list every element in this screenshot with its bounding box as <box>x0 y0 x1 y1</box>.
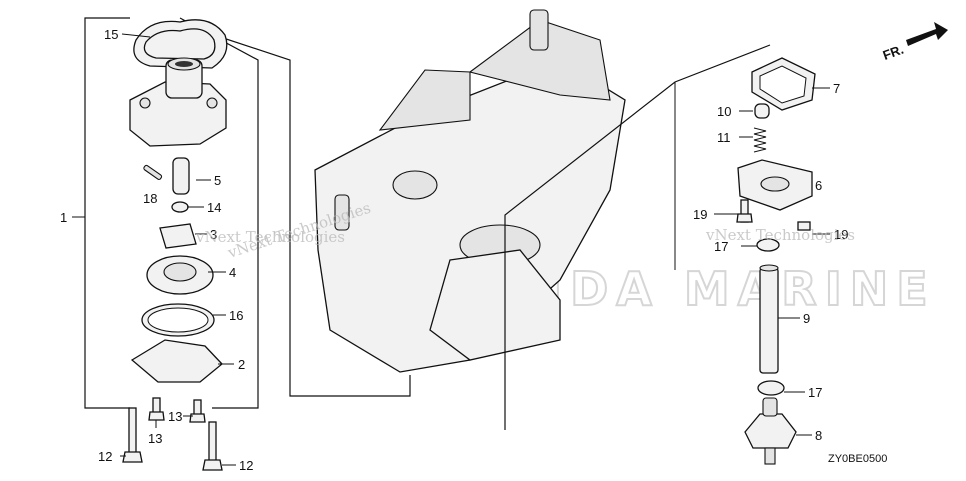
leader-lines <box>120 33 830 466</box>
diagram-code: ZY0BE0500 <box>828 453 887 465</box>
bolt-19-right <box>797 221 811 231</box>
callout-8: 8 <box>815 428 822 443</box>
callouts: 1 2 3 4 5 6 7 8 9 10 11 12 12 13 13 14 1… <box>60 27 848 473</box>
valve-8-stem <box>764 447 776 465</box>
callout-9: 9 <box>803 311 810 326</box>
pin-18 <box>143 164 163 180</box>
callout-1: 1 <box>60 210 67 225</box>
callout-17-lower: 17 <box>808 385 822 400</box>
cylinder-block-head <box>378 69 471 131</box>
cover-6-port <box>760 176 790 192</box>
block-boss <box>334 194 350 231</box>
bolt-12-right-head <box>202 459 223 471</box>
bolt-12-left <box>128 407 137 455</box>
clip-17-upper <box>756 238 780 252</box>
watermark-right: vNext Technologies <box>705 226 855 244</box>
rotor-3 <box>159 223 197 249</box>
callout-3: 3 <box>210 227 217 242</box>
shaft-5 <box>172 157 190 195</box>
hose-9 <box>759 267 779 374</box>
callout-16: 16 <box>229 308 243 323</box>
callout-19-left: 19 <box>693 207 707 222</box>
callout-18: 18 <box>143 191 157 206</box>
cylinder-bore <box>392 170 438 200</box>
callout-11: 11 <box>717 130 731 145</box>
valve-8 <box>744 413 797 449</box>
hose-9-top <box>759 264 779 272</box>
callout-14: 14 <box>207 200 221 215</box>
bolt-19-left-head <box>736 213 753 223</box>
bolt-12-left-head <box>122 451 143 463</box>
spring-11 <box>753 127 767 153</box>
callout-2: 2 <box>238 357 245 372</box>
callout-10: 10 <box>717 104 731 119</box>
bolt-12-right <box>208 421 217 463</box>
gasket-7-inner <box>759 65 807 104</box>
clip-17-lower <box>757 380 785 396</box>
block-stud <box>529 9 549 51</box>
callout-13-right: 13 <box>168 409 182 424</box>
bracket-1 <box>84 17 130 409</box>
pump-housing <box>129 57 227 147</box>
callout-17-upper: 17 <box>714 239 728 254</box>
pump-housing-bore <box>175 61 193 67</box>
pump-cover-2 <box>130 339 223 383</box>
bolt-13-left-head <box>148 411 165 421</box>
cap-10 <box>754 103 770 119</box>
pump-housing-hole-b <box>206 97 218 109</box>
gasket-15-inner <box>143 28 216 60</box>
fr-label: FR. <box>881 42 906 63</box>
front-direction-indicator: FR. <box>881 22 948 63</box>
arrow-icon <box>906 22 948 46</box>
cylinder-block <box>314 9 626 373</box>
callout-4: 4 <box>229 265 236 280</box>
spring-11-coil <box>753 127 767 153</box>
watermark-left: vNext Technologies <box>195 228 345 246</box>
frame-link-to-block <box>204 31 411 397</box>
callout-12-left: 12 <box>98 449 112 464</box>
rotor-4 <box>146 255 214 295</box>
o-ring-16-inner <box>147 307 209 333</box>
valve-8-neck <box>762 397 778 417</box>
cylinder-block-top <box>468 19 611 101</box>
pump-housing-hole-a <box>139 97 151 109</box>
right-frame <box>504 44 771 430</box>
seal-14 <box>171 201 189 213</box>
callout-12-right: 12 <box>239 458 253 473</box>
callout-19-right: 19 <box>834 227 848 242</box>
callout-6: 6 <box>815 178 822 193</box>
callout-7: 7 <box>833 81 840 96</box>
callout-15: 15 <box>104 27 118 42</box>
crankcase-lower <box>429 249 561 361</box>
bolt-13-right-head <box>189 413 206 423</box>
rotor-4-center <box>163 262 197 282</box>
right-frame-edge <box>504 44 771 430</box>
callout-5: 5 <box>214 173 221 188</box>
callout-13-left: 13 <box>148 431 162 446</box>
